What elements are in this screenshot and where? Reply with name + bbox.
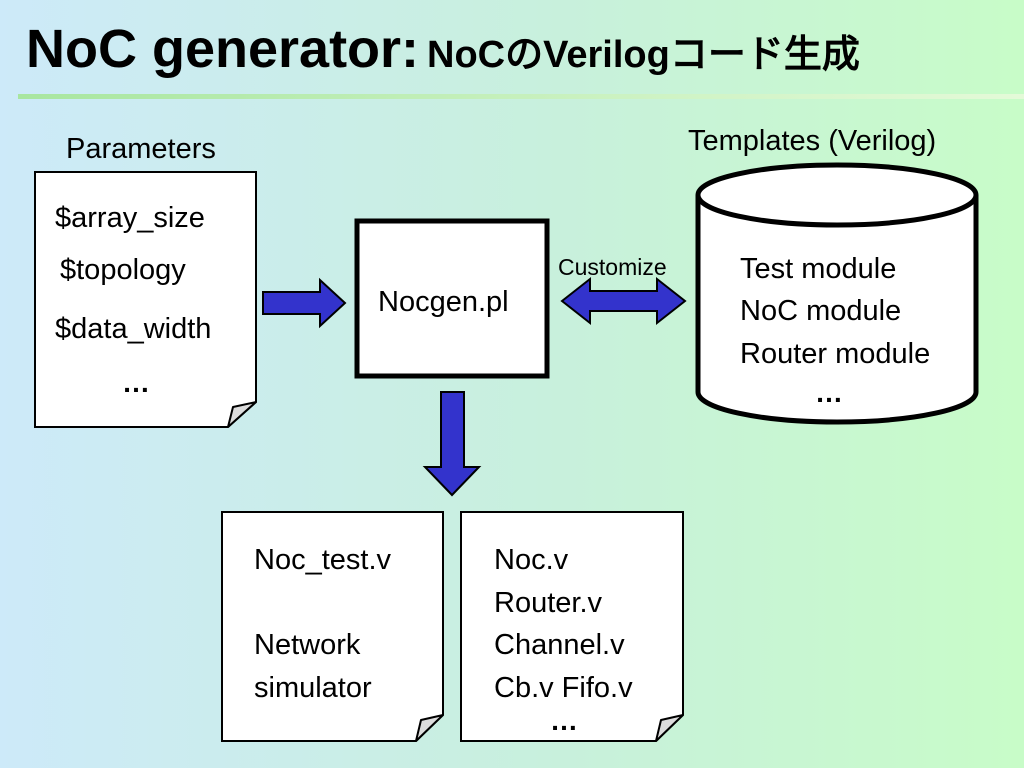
output-cb-fifo-files: Cb.v Fifo.v	[494, 672, 633, 704]
parameters-heading: Parameters	[66, 133, 216, 165]
output-channel-file: Channel.v	[494, 629, 625, 661]
arrow-right	[262, 277, 347, 329]
template-test-module: Test module	[740, 253, 897, 285]
nocgen-box	[354, 218, 550, 379]
output-network-label: Network	[254, 629, 361, 661]
parameters-document-fold	[227, 401, 257, 428]
nocgen-label: Nocgen.pl	[378, 286, 509, 318]
templates-cylinder-top	[695, 162, 979, 228]
output-noc-ellipsis: …	[550, 705, 578, 736]
param-data-width: $data_width	[55, 313, 212, 345]
template-router-module: Router module	[740, 338, 931, 370]
output-simulator-label: simulator	[254, 672, 372, 704]
templates-heading: Templates (Verilog)	[688, 125, 937, 157]
customize-label: Customize	[558, 254, 667, 280]
output-test-document-fold	[415, 714, 444, 742]
title-subtitle: NoCのVerilogコード生成	[427, 34, 860, 76]
templates-cylinder	[695, 195, 979, 425]
output-router-file: Router.v	[494, 587, 602, 619]
title-main: NoC generator:	[26, 19, 420, 79]
parameters-ellipsis: …	[122, 367, 150, 398]
customize-double-arrow	[560, 276, 687, 326]
templates-ellipsis: …	[815, 377, 843, 408]
param-topology: $topology	[60, 254, 186, 286]
output-noc-document-fold	[655, 714, 684, 742]
arrow-down	[422, 391, 482, 497]
slide-title: NoC generator:NoCのVerilogコード生成	[26, 14, 860, 90]
title-underline	[18, 94, 1024, 99]
template-noc-module: NoC module	[740, 295, 902, 327]
output-noc-file: Noc.v	[494, 544, 569, 576]
output-noc-test-file: Noc_test.v	[254, 544, 391, 576]
param-array-size: $array_size	[55, 202, 205, 234]
